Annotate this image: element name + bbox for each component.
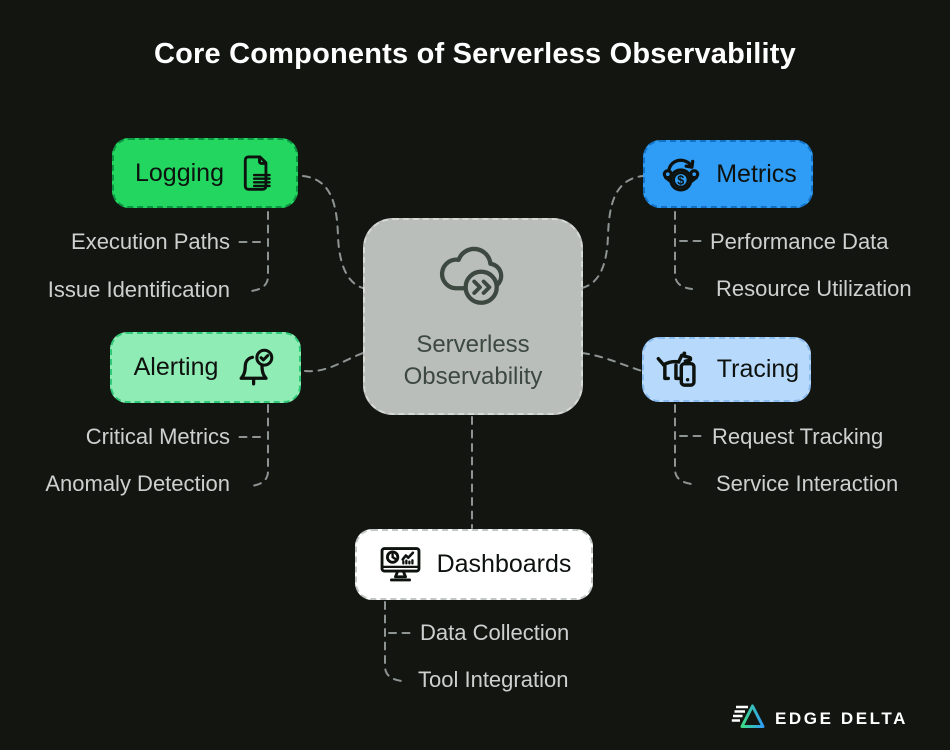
central-node-label: Serverless Observability [403, 331, 543, 390]
connector-dashboards-items [384, 601, 403, 682]
logging-label: Logging [135, 158, 224, 187]
page-title: Core Components of Serverless Observabil… [154, 38, 796, 70]
logging-item-execution-paths: Execution Paths [71, 229, 230, 254]
tracing-label: Tracing [716, 355, 800, 383]
connector-alerting-center [304, 352, 364, 373]
central-node[interactable]: Serverless Observability [363, 218, 583, 415]
svg-text:$: $ [678, 174, 685, 188]
logging-node[interactable]: Logging [112, 138, 298, 208]
connector-logging-center [302, 175, 364, 289]
metrics-label: Metrics [716, 159, 797, 188]
dog-phone-icon [654, 348, 704, 392]
connector-tracing-items [674, 404, 693, 485]
dashboards-label: Dashboards [436, 550, 572, 578]
dashboards-item-data-collection: Data Collection [420, 620, 570, 645]
tracing-item-service-interaction: Service Interaction [716, 471, 899, 496]
connector-metrics-items [674, 211, 693, 290]
alerting-item-anomaly-detection: Anomaly Detection [45, 471, 230, 496]
connector-logging-items [250, 211, 269, 292]
metrics-node[interactable]: $ Metrics [643, 140, 813, 208]
edge-delta-logo-text: EDGE DELTA [774, 708, 908, 728]
alerting-label: Alerting [133, 353, 219, 381]
document-lines-icon [237, 153, 275, 194]
money-cycle-icon: $ [659, 153, 703, 195]
edge-delta-logo-icon [731, 702, 765, 735]
bell-check-icon [231, 347, 277, 389]
alerting-node[interactable]: Alerting [110, 332, 301, 403]
metrics-item-performance-data: Performance Data [710, 229, 889, 254]
metrics-item-resource-utilization: Resource Utilization [716, 276, 912, 301]
dashboards-item-tool-integration: Tool Integration [418, 667, 569, 692]
edge-delta-logo: EDGE DELTA [731, 702, 908, 735]
tracing-item-request-tracking: Request Tracking [712, 424, 884, 449]
tracing-node[interactable]: Tracing [642, 337, 811, 402]
connector-alerting-items [250, 404, 269, 487]
dashboard-monitor-icon [377, 543, 424, 587]
dashboards-node[interactable]: Dashboards [355, 529, 593, 600]
connector-center-tracing [581, 352, 643, 372]
logging-item-issue-identification: Issue Identification [47, 277, 230, 302]
alerting-item-critical-metrics: Critical Metrics [85, 424, 230, 449]
connector-center-metrics [581, 175, 644, 289]
cloud-chevrons-icon [428, 240, 518, 319]
